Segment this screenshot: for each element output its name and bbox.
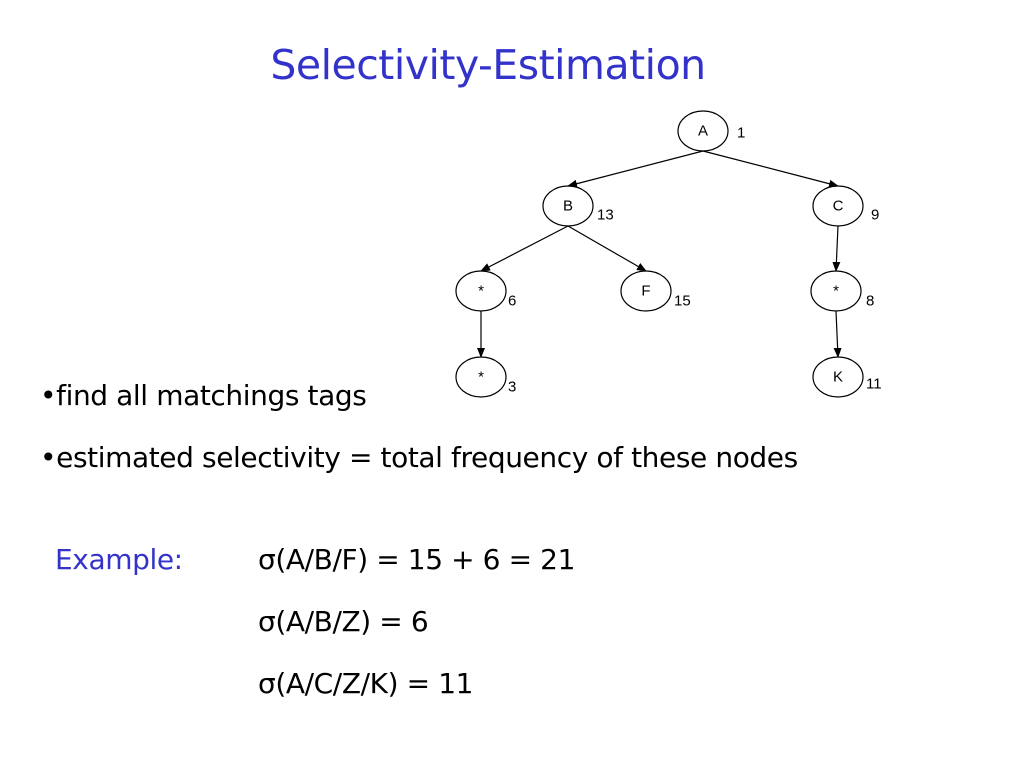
formula-a-b-f: σ(A/B/F) = 15 + 6 = 21	[258, 543, 575, 576]
node-label: *	[478, 283, 484, 300]
node-frequency: 11	[866, 376, 882, 393]
node-circle	[812, 185, 864, 227]
node-circle	[812, 356, 864, 398]
bullet-find-matching-tags: •find all matchings tags	[40, 379, 367, 412]
node-label: C	[833, 198, 844, 215]
node-circle	[677, 110, 729, 152]
tree-node-c: C9	[812, 185, 879, 227]
edge-c-to-c-star	[832, 225, 841, 272]
node-circle	[620, 270, 672, 312]
node-frequency: 13	[597, 207, 614, 224]
node-frequency: 3	[508, 379, 516, 396]
edge-a-to-b	[567, 150, 704, 188]
edge-b-to-b-star	[480, 225, 569, 272]
tree-node-f: F 15	[620, 270, 691, 312]
node-circle	[455, 270, 507, 312]
node-frequency: 6	[508, 293, 516, 310]
formula-a-b-z: σ(A/B/Z) = 6	[258, 605, 429, 638]
edge-a-to-c	[702, 150, 839, 188]
node-circle	[542, 185, 594, 227]
node-frequency: 9	[871, 207, 879, 224]
node-label: A	[698, 123, 708, 140]
tree-node-b-star: *6	[455, 270, 516, 312]
tree-node-k: K 11	[812, 356, 882, 398]
node-label: B	[563, 198, 573, 215]
tree-node-b-star-star: *3	[455, 356, 516, 398]
edge-b-to-f	[567, 225, 647, 272]
slide-title: Selectivity-Estimation	[270, 41, 706, 89]
node-label: F	[641, 283, 650, 300]
node-circle	[455, 356, 507, 398]
bullet-estimated-selectivity: •estimated selectivity = total frequency…	[40, 441, 798, 474]
node-circle	[810, 270, 862, 312]
formula-a-c-z-k: σ(A/C/Z/K) = 11	[258, 667, 474, 700]
edge-c-star-to-k	[833, 310, 842, 358]
node-frequency: 15	[674, 293, 691, 310]
node-frequency: 1	[737, 125, 745, 142]
example-label: Example:	[55, 543, 183, 576]
tree-edges	[477, 150, 842, 358]
tree-node-b: B 13	[542, 185, 614, 227]
node-label: *	[833, 283, 839, 300]
node-label: K	[833, 369, 843, 386]
node-label: *	[478, 369, 484, 386]
node-frequency: 8	[866, 293, 874, 310]
tree-node-c-star: *8	[810, 270, 874, 312]
